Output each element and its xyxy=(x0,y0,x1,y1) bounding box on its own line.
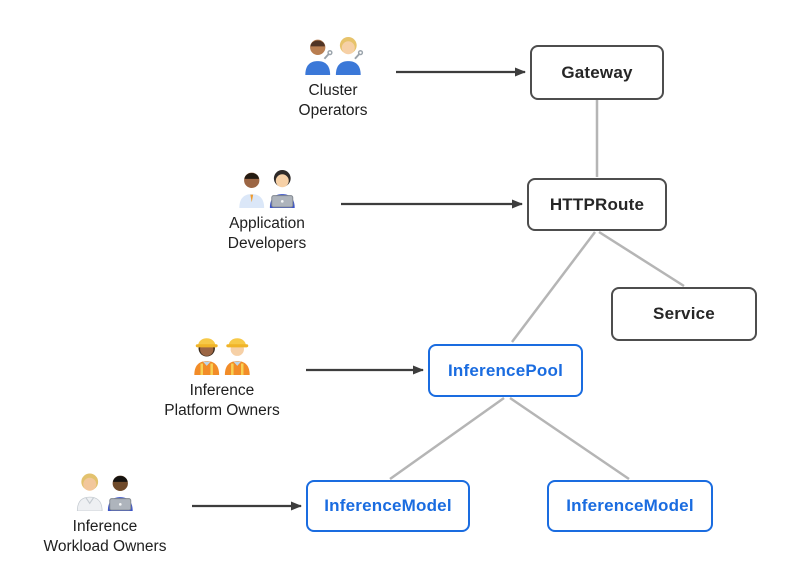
persona-inference-workload-owners: Inference Workload Owners xyxy=(25,469,185,557)
inference-platform-owners-label-line2: Platform Owners xyxy=(164,402,280,419)
application-developers-label-line1: Application xyxy=(229,215,305,232)
cluster-operators-emoji-icon xyxy=(253,33,413,75)
cluster-operators-label-line1: Cluster xyxy=(308,82,358,99)
edge-inferencepool-inferencemodel-right xyxy=(509,396,630,481)
inference-workload-owners-label-line2: Workload Owners xyxy=(43,538,167,555)
inference-workload-owners-label: Inference Workload Owners xyxy=(25,517,185,557)
node-httproute-label: HTTPRoute xyxy=(549,194,645,214)
edge-httproute-inferencepool xyxy=(511,231,596,343)
application-developers-label-line2: Developers xyxy=(227,235,307,252)
node-gateway-label: Gateway xyxy=(561,62,633,82)
edge-inferencepool-inferencemodel-left xyxy=(389,396,505,481)
inference-workload-owners-emoji-icon xyxy=(25,469,185,511)
cluster-operators-label-line2: Operators xyxy=(298,102,368,119)
inference-workload-owners-label-line1: Inference xyxy=(72,518,138,535)
cluster-operators-label: Cluster Operators xyxy=(253,81,413,121)
application-developers-emoji-icon xyxy=(187,166,347,208)
node-inferencemodel-left-label: InferenceModel xyxy=(324,496,452,515)
node-service-label: Service xyxy=(653,304,715,323)
node-inferencemodel-right: InferenceModel xyxy=(547,480,713,532)
node-service: Service xyxy=(611,287,757,341)
persona-cluster-operators: Cluster Operators xyxy=(253,33,413,121)
inference-platform-owners-label: Inference Platform Owners xyxy=(142,381,302,421)
application-developers-label: Application Developers xyxy=(187,214,347,254)
node-httproute: HTTPRoute xyxy=(527,178,667,231)
persona-application-developers: Application Developers xyxy=(187,166,347,254)
inference-platform-owners-label-line1: Inference xyxy=(189,382,255,399)
node-inferencepool: InferencePool xyxy=(428,344,583,397)
edge-httproute-service xyxy=(598,230,685,288)
node-inferencemodel-right-label: InferenceModel xyxy=(566,496,694,515)
node-gateway: Gateway xyxy=(530,45,664,100)
node-inferencemodel-left: InferenceModel xyxy=(306,480,470,532)
persona-inference-platform-owners: Inference Platform Owners xyxy=(142,333,302,421)
node-inferencepool-label: InferencePool xyxy=(447,360,564,380)
inference-platform-owners-emoji-icon xyxy=(142,333,302,375)
